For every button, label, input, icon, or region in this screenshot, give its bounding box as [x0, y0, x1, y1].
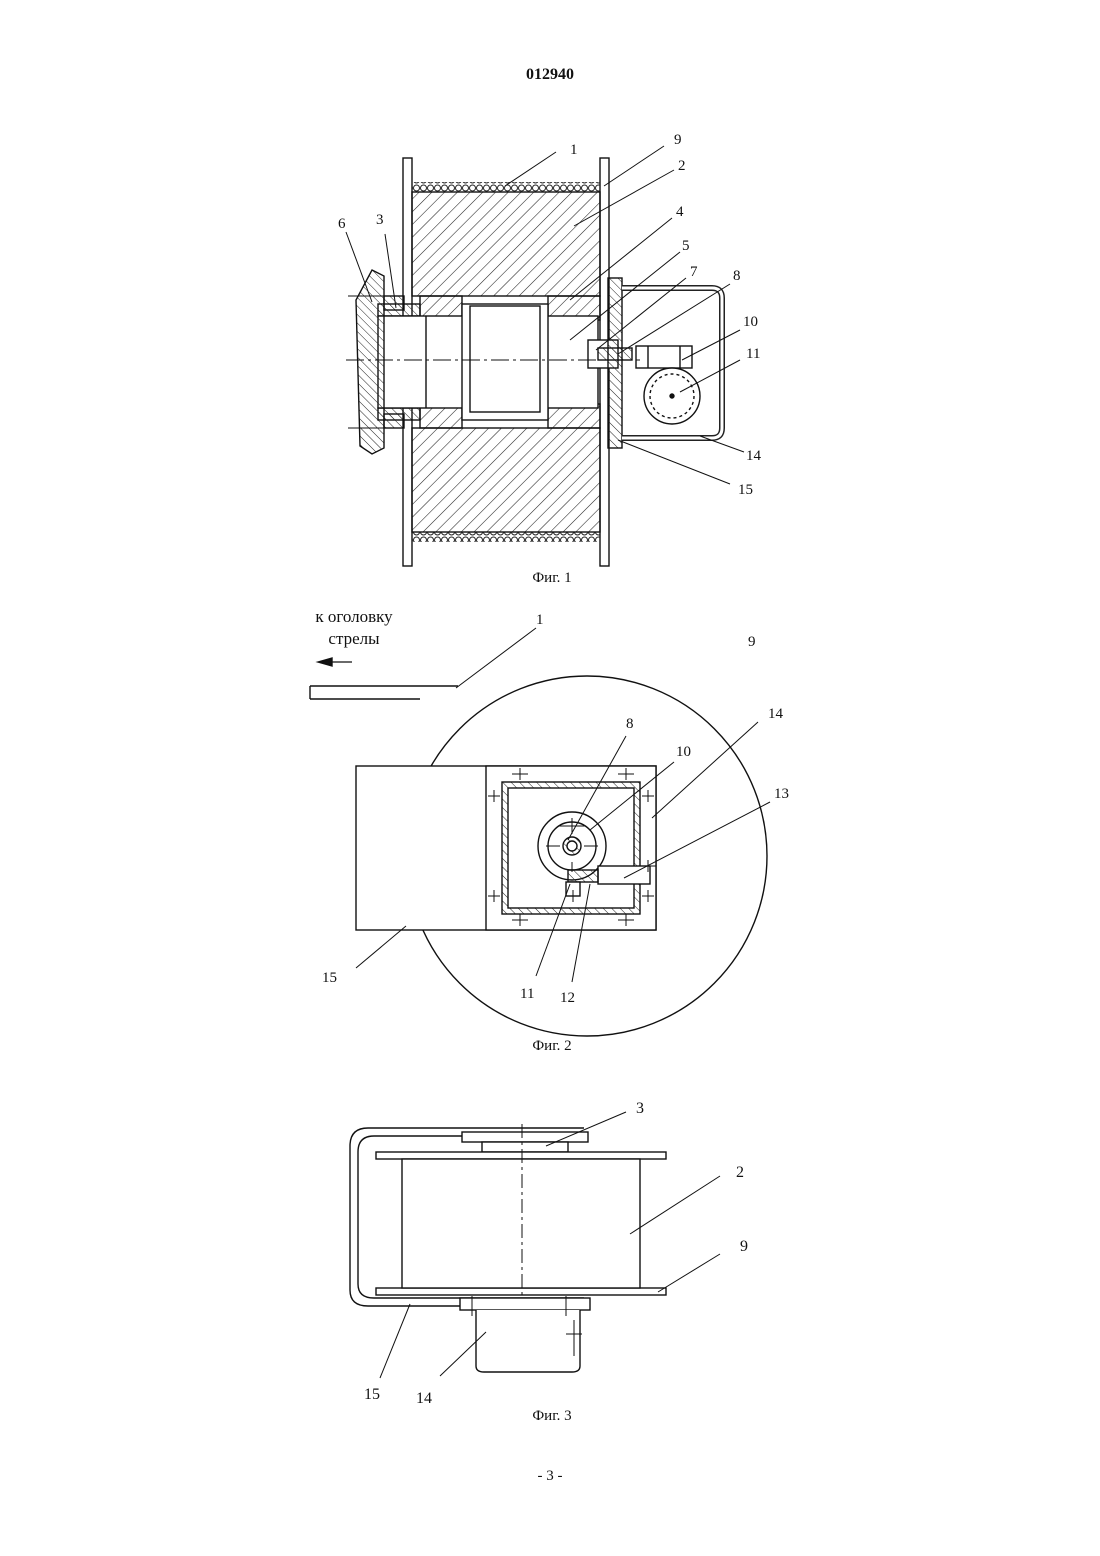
fig3-label-9: 9: [740, 1238, 748, 1256]
fig1-label-4: 4: [676, 204, 684, 221]
fig1-label-11: 11: [746, 346, 760, 363]
fig3-drawing: [350, 1112, 720, 1378]
fig2-label-1: 1: [536, 612, 544, 629]
fig2-label-10: 10: [676, 744, 691, 761]
fig1-label-6: 6: [338, 216, 346, 233]
page-number: - 3 -: [0, 1468, 1100, 1485]
fig1-label-7: 7: [690, 264, 698, 281]
fig3-label-14: 14: [416, 1390, 432, 1408]
fig2-label-12: 12: [560, 990, 575, 1007]
fig2-label-15: 15: [322, 970, 337, 987]
fig1-label-5: 5: [682, 238, 690, 255]
fig1-caption: Фиг. 1: [452, 570, 652, 587]
fig1-drawing: [346, 146, 744, 566]
fig2-label-13: 13: [774, 786, 789, 803]
fig1-label-3: 3: [376, 212, 384, 229]
fig3-caption: Фиг. 3: [452, 1408, 652, 1425]
fig3-label-2: 2: [736, 1164, 744, 1182]
fig1-label-8: 8: [733, 268, 741, 285]
fig2-label-14: 14: [768, 706, 783, 723]
fig2-note-line2: стрелы: [284, 628, 424, 649]
fig2-label-9: 9: [748, 634, 756, 651]
fig1-label-9: 9: [674, 132, 682, 149]
fig2-caption: Фиг. 2: [452, 1038, 652, 1055]
document-number: 012940: [0, 66, 1100, 84]
fig2-label-11: 11: [520, 986, 534, 1003]
fig1-label-2: 2: [678, 158, 686, 175]
fig3-label-3: 3: [636, 1100, 644, 1118]
fig2-label-8: 8: [626, 716, 634, 733]
fig2-note-line1: к оголовку: [284, 606, 424, 627]
fig1-label-15: 15: [738, 482, 753, 499]
fig3-label-15: 15: [364, 1386, 380, 1404]
fig1-label-10: 10: [743, 314, 758, 331]
fig1-label-14: 14: [746, 448, 761, 465]
fig1-label-1: 1: [570, 142, 578, 159]
fig2-drawing: [310, 628, 770, 1036]
